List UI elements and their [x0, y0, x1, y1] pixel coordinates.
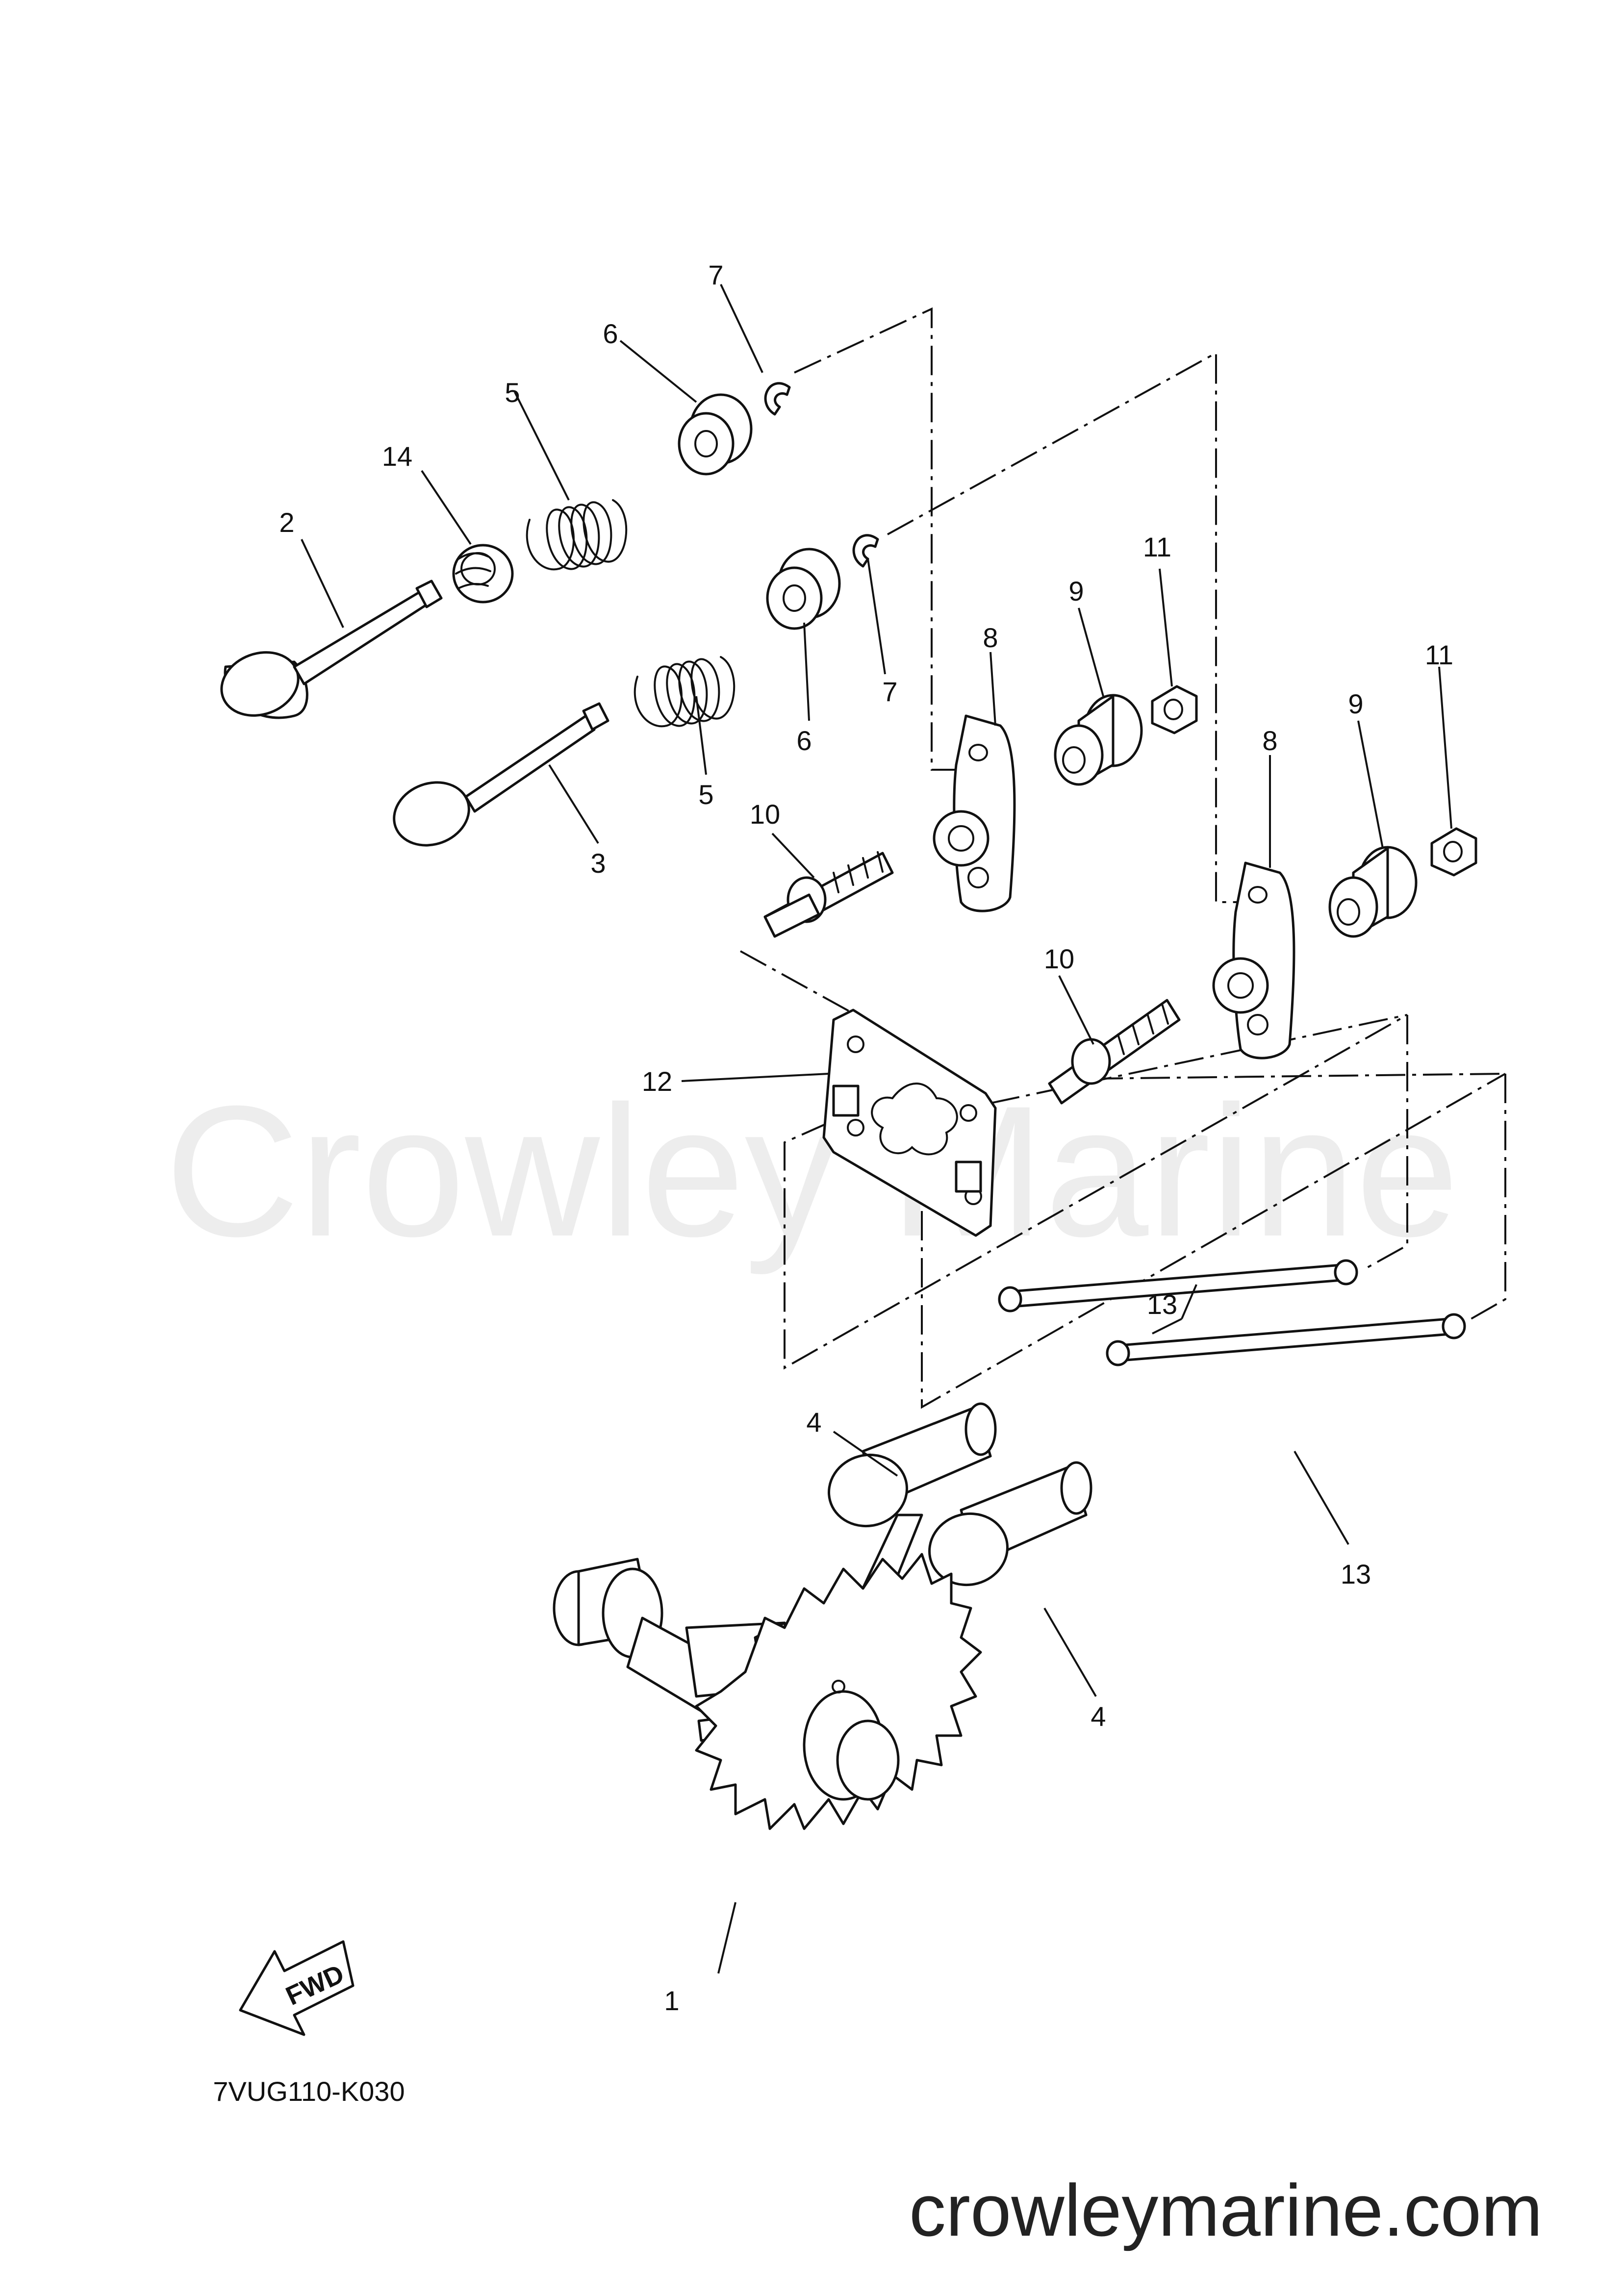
guide-plate [822, 1009, 997, 1237]
callout-4-lower: 4 [1091, 1701, 1106, 1732]
assembly-lines [740, 307, 1506, 1409]
callout-8-right: 8 [1262, 725, 1277, 756]
pivot-left [1054, 694, 1143, 786]
valve-spring-upper [526, 499, 628, 571]
callout-9-left: 9 [1068, 576, 1084, 606]
push-rod-upper [998, 1259, 1358, 1312]
callout-8-left: 8 [983, 622, 998, 653]
nut-left [1151, 685, 1198, 734]
callout-5-lower: 5 [698, 779, 713, 810]
callout-6-upper: 6 [603, 318, 618, 349]
spring-retainer-lower [766, 548, 841, 630]
callout-10-left: 10 [750, 799, 780, 830]
valve-spring-lower [634, 656, 736, 728]
leader-lines [301, 284, 1452, 1974]
callout-12: 12 [642, 1066, 672, 1097]
callout-5-upper: 5 [505, 377, 520, 408]
callout-10-right: 10 [1044, 943, 1074, 974]
callout-9-right: 9 [1348, 688, 1363, 719]
callout-7-lower: 7 [882, 676, 897, 707]
callout-3: 3 [590, 848, 606, 879]
callout-1: 1 [664, 1985, 679, 2016]
callout-6-lower: 6 [796, 725, 812, 756]
drawing-code: 7VUG110-K030 [213, 2076, 405, 2107]
rocker-arm-right [1212, 861, 1295, 1060]
valve-lifter-lower [928, 1461, 1092, 1587]
rocker-stud-right [1048, 999, 1181, 1105]
callout-4-upper: 4 [806, 1407, 821, 1438]
push-rod-lower [1106, 1313, 1466, 1366]
valve-cotter-lower [852, 534, 879, 568]
callout-2: 2 [279, 507, 294, 538]
rocker-stud-left [763, 851, 894, 938]
camshaft [553, 1514, 982, 1830]
watermark-text: Crowley Marine [165, 1067, 1459, 1276]
nut-right [1430, 827, 1477, 877]
exhaust-valve [393, 702, 609, 847]
callout-14: 14 [382, 441, 412, 472]
callout-13-upper: 13 [1147, 1289, 1177, 1320]
callout-11-left: 11 [1143, 531, 1171, 562]
callout-11-right: 11 [1425, 639, 1453, 670]
pivot-right [1328, 846, 1418, 938]
forward-direction-arrow-icon: FWD [239, 1940, 355, 2036]
rocker-arm-left [933, 714, 1016, 912]
valve-stem-seal [452, 544, 514, 604]
valve-cotter-upper [764, 382, 791, 416]
callout-numbers: 1 2 3 4 4 5 5 6 6 7 7 8 8 9 9 10 10 11 1… [279, 259, 1453, 2016]
footer-site-name: crowleymarine.com [909, 2169, 1543, 2251]
callout-13-lower: 13 [1341, 1559, 1371, 1590]
callout-7-upper: 7 [708, 259, 723, 290]
intake-valve [220, 580, 443, 719]
valve-lifter-upper [828, 1402, 997, 1528]
spring-retainer-upper [678, 393, 753, 476]
